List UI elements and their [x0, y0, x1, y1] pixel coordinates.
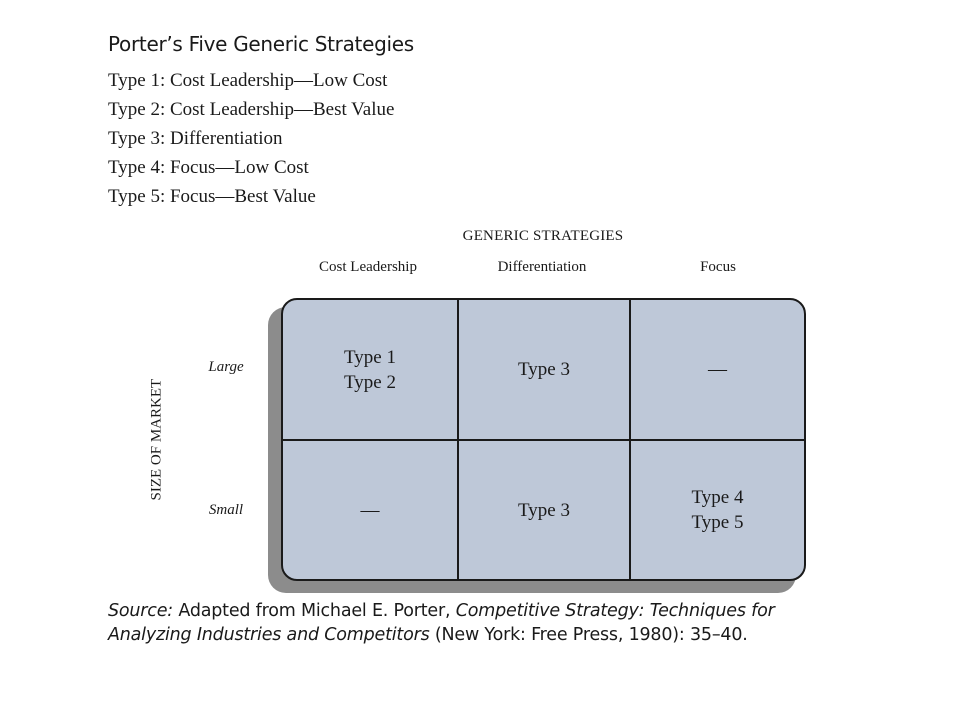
strategy-type-item: Type 1: Cost Leadership—Low Cost	[108, 70, 388, 91]
column-label-differentiation: Differentiation	[497, 259, 587, 275]
cell-text: Type 5	[691, 512, 744, 533]
cell-small-differentiation: Type 3	[459, 441, 629, 579]
source-citation: Source: Adapted from Michael E. Porter, …	[108, 599, 848, 647]
cell-text: Type 3	[518, 499, 570, 521]
row-heading: SIZE OF MARKET	[148, 378, 165, 501]
column-label-cost-leadership: Cost Leadership	[319, 259, 417, 275]
source-label: Source:	[108, 601, 173, 621]
cell-text: Type 2	[344, 371, 396, 393]
column-heading: GENERIC STRATEGIES	[462, 228, 624, 244]
matrix-divider-horizontal	[283, 439, 804, 441]
cell-large-cost-leadership: Type 1 Type 2	[283, 300, 457, 439]
source-publication: (New York: Free Press, 1980): 35–40.	[429, 625, 748, 645]
strategy-type-item: Type 5: Focus—Best Value	[108, 186, 316, 207]
cell-small-cost-leadership: —	[283, 441, 457, 579]
cell-text: Type 4	[691, 487, 744, 508]
cell-small-focus: Type 4 Type 5	[631, 441, 804, 579]
page-title: Porter’s Five Generic Strategies	[108, 32, 414, 56]
strategy-type-item: Type 2: Cost Leadership—Best Value	[108, 99, 395, 120]
cell-text: —	[360, 499, 380, 521]
cell-text: Type 3	[518, 359, 570, 380]
cell-large-focus: —	[631, 300, 804, 439]
row-label-large: Large	[208, 359, 244, 375]
column-label-focus: Focus	[700, 259, 736, 275]
source-book-title: Competitive Strategy: Techniques for Ana…	[108, 601, 775, 645]
source-text: Adapted from Michael E. Porter,	[173, 601, 456, 621]
row-label-small: Small	[208, 502, 244, 518]
strategy-type-item: Type 3: Differentiation	[108, 128, 283, 149]
cell-text: —	[708, 359, 727, 380]
strategy-type-item: Type 4: Focus—Low Cost	[108, 157, 309, 178]
strategy-type-list: Type 1: Cost Leadership—Low Cost Type 2:…	[108, 68, 394, 213]
cell-large-differentiation: Type 3	[459, 300, 629, 439]
cell-text: Type 1	[344, 346, 396, 368]
